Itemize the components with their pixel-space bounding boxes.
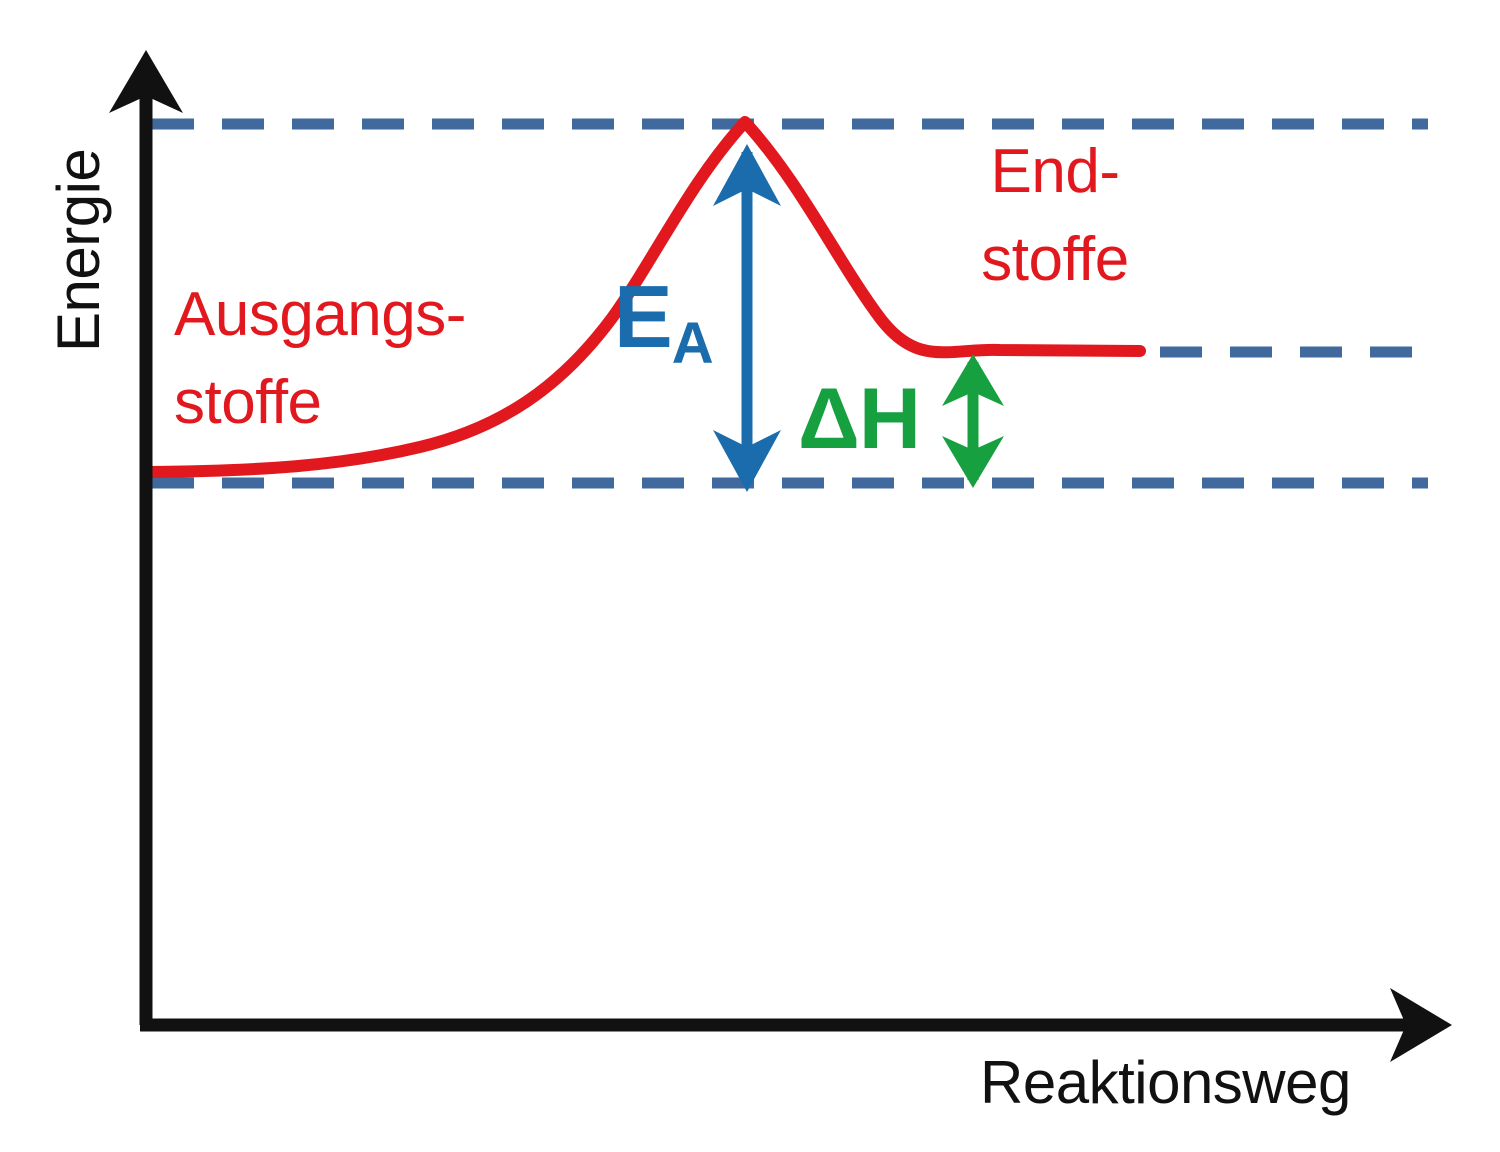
- enthalpy-arrow-head-up-icon: [942, 354, 1004, 406]
- reactants-label-line-2: stoffe: [174, 368, 322, 437]
- products-label-line-2: stoffe: [981, 225, 1129, 294]
- enthalpy-arrow-head-down-icon: [942, 436, 1004, 488]
- activation-energy-arrow: [713, 144, 781, 492]
- x-axis-label: Reaktionsweg: [980, 1049, 1351, 1116]
- activation-energy-arrow-head-down-icon: [713, 430, 781, 492]
- y-axis-arrowhead-icon: [109, 50, 183, 113]
- products-label-line-1: End-: [990, 137, 1120, 206]
- activation-energy-symbol: E: [614, 267, 673, 366]
- enthalpy-arrow: [942, 354, 1004, 488]
- x-axis-arrowhead-icon: [1390, 988, 1452, 1062]
- reaction-energy-curve: [140, 116, 1146, 478]
- activation-energy-label: EA: [614, 272, 714, 377]
- enthalpy-label: ΔH: [798, 371, 921, 467]
- level-lines-group: [152, 118, 1428, 489]
- axes-group: [109, 50, 1452, 1062]
- reaction-curve-group: [140, 116, 1146, 478]
- reactants-label-line-1: Ausgangs-: [174, 280, 466, 349]
- activation-energy-arrow-head-up-icon: [713, 144, 781, 206]
- y-axis-label: Energie: [45, 148, 112, 352]
- activation-energy-subscript: A: [671, 311, 714, 377]
